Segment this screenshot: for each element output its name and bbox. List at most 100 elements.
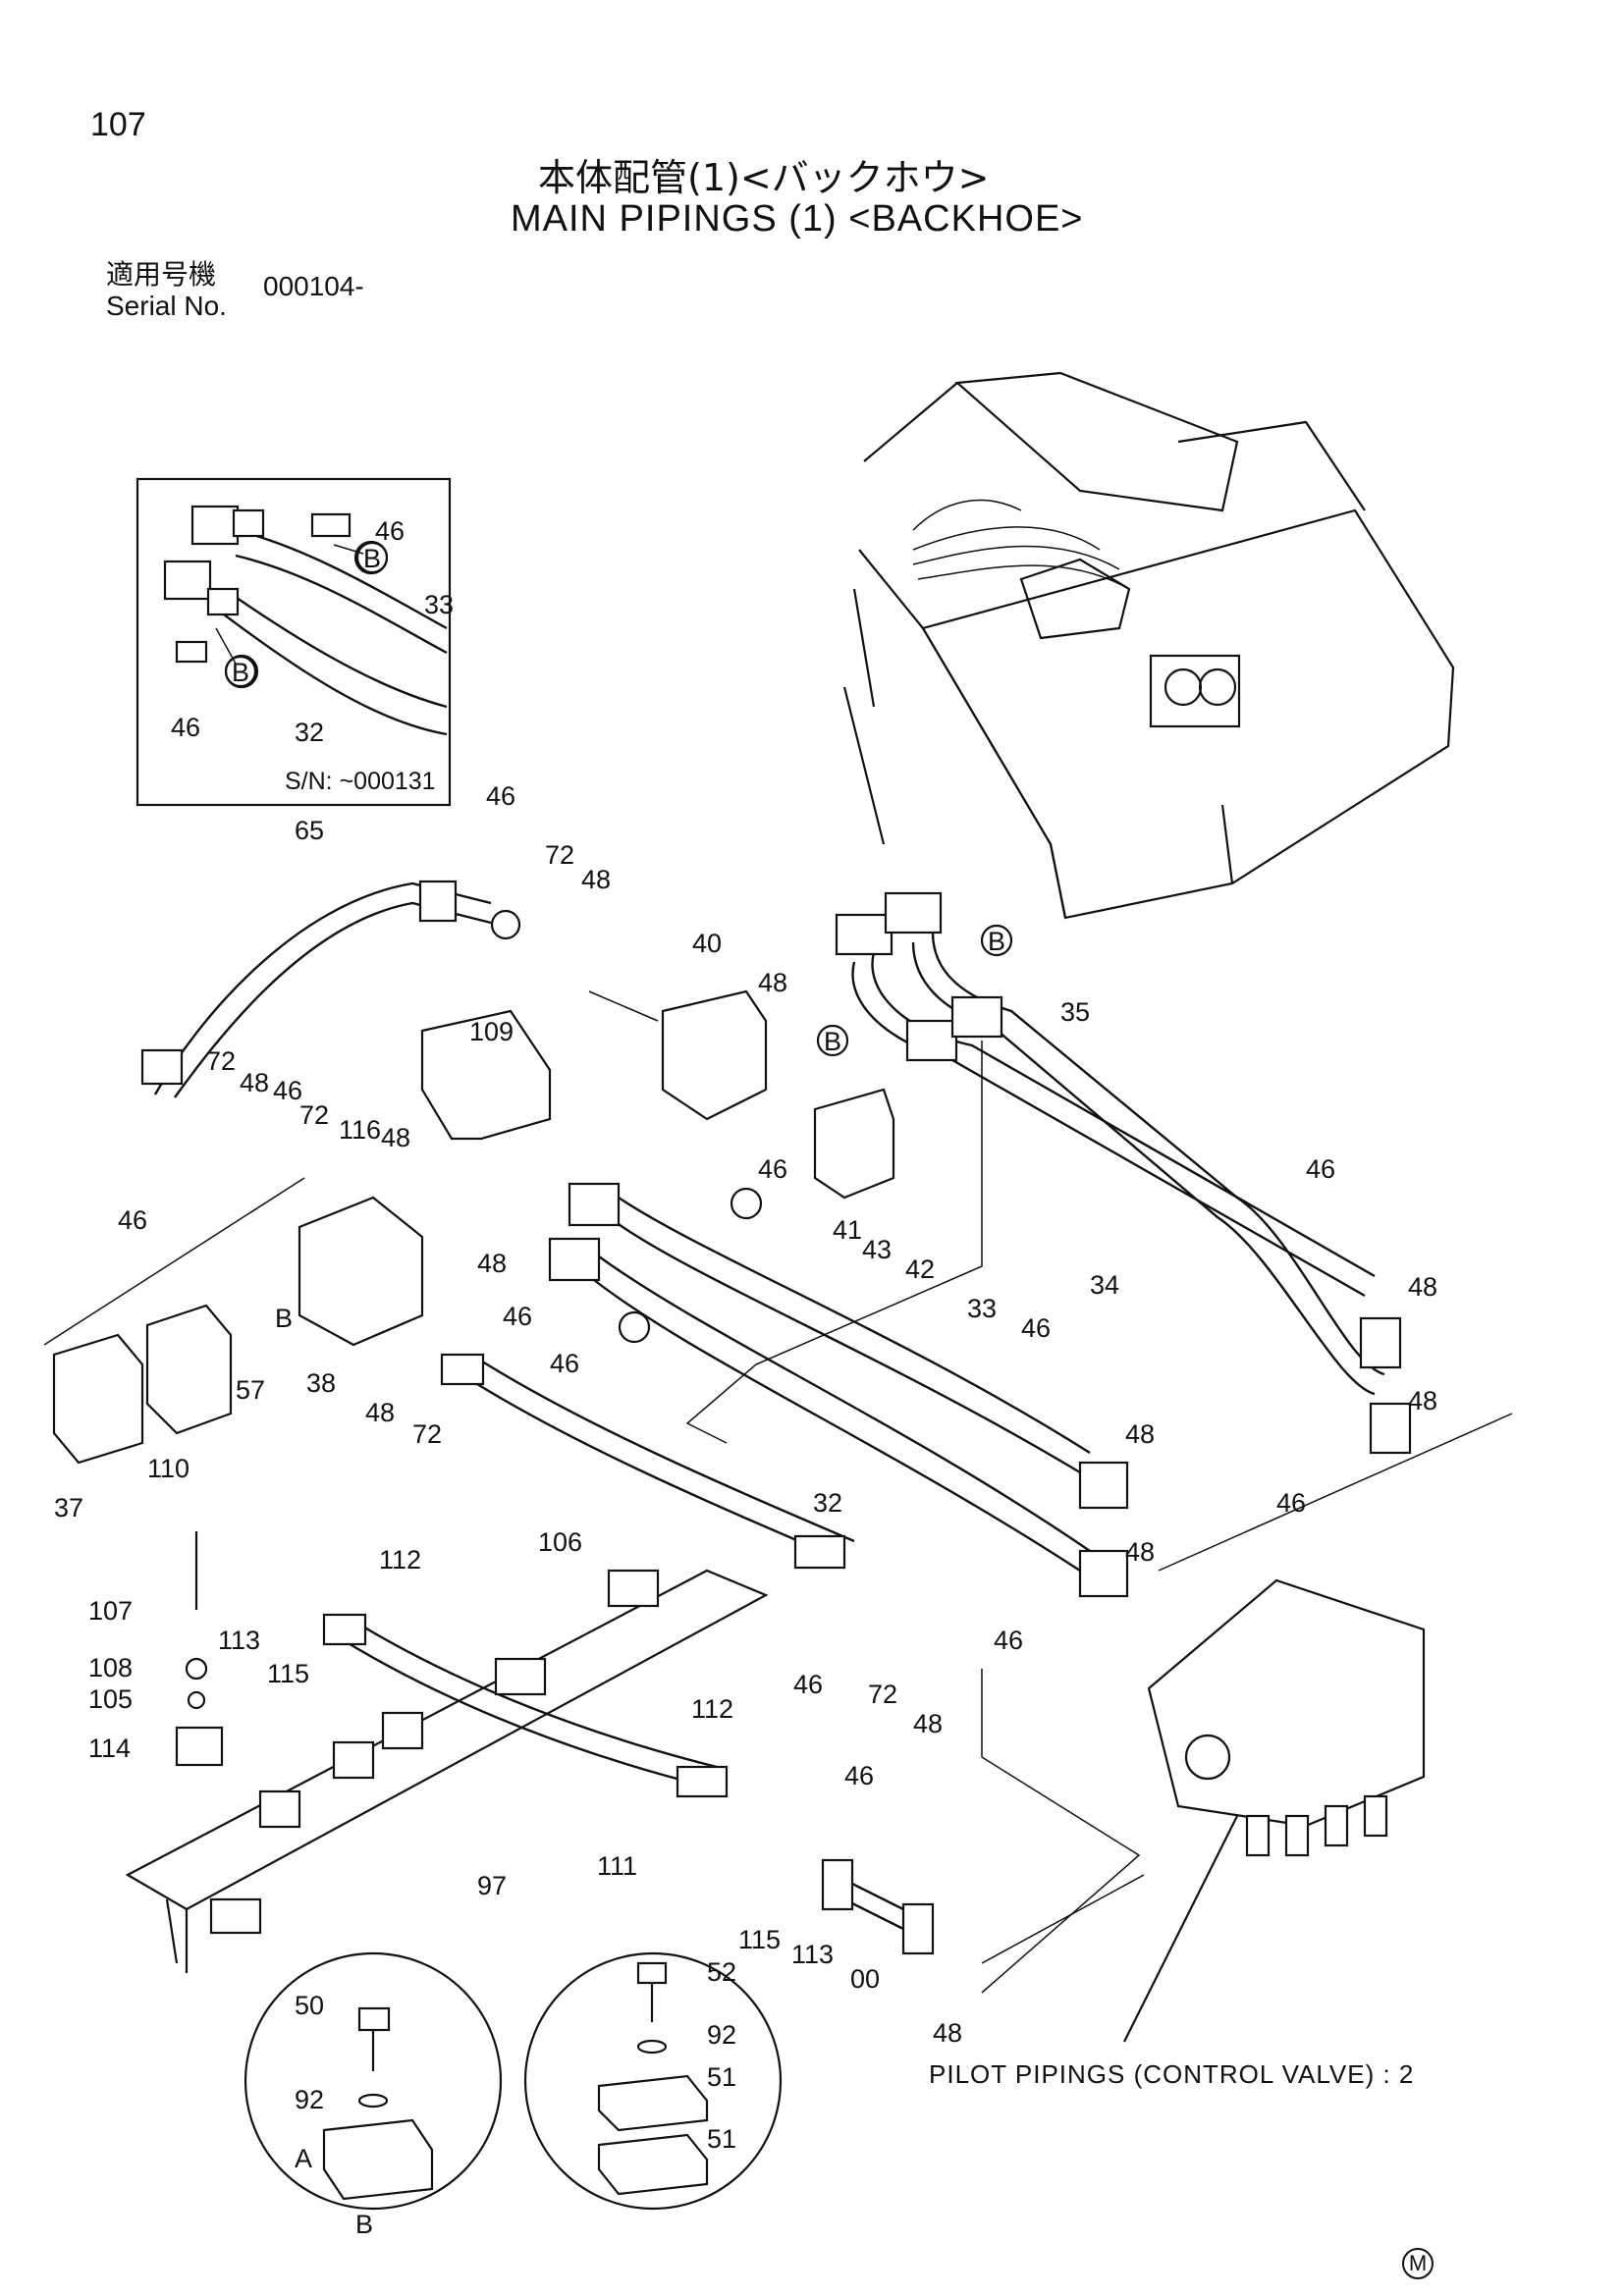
control-valve <box>1123 1578 1426 2043</box>
callout-116: 116 <box>339 1115 381 1145</box>
callout-46: 46 <box>1276 1488 1306 1518</box>
callout-48: 48 <box>381 1123 410 1152</box>
callout-111: 00 <box>850 1964 880 1994</box>
callout-72: 72 <box>868 1680 897 1709</box>
callout-51: 50 <box>295 1991 324 2020</box>
ref-letter-A: B <box>232 658 249 687</box>
callout-72: 72 <box>206 1046 236 1076</box>
callout-46: 46 <box>171 713 200 742</box>
callout-46: 46 <box>1021 1313 1051 1343</box>
callout-46: 46 <box>1306 1154 1335 1184</box>
callout-114: 113 <box>791 1940 834 1969</box>
callout-108: 105 <box>88 1684 133 1714</box>
callout-46: 46 <box>793 1670 823 1699</box>
callout-72: 72 <box>545 840 574 870</box>
callout-48: 48 <box>365 1398 395 1427</box>
callout-48: 48 <box>1125 1537 1155 1567</box>
reference-circles <box>224 541 1013 1344</box>
callout-48: 48 <box>477 1249 507 1278</box>
callout-105: 114 <box>88 1734 131 1763</box>
callout-32: 32 <box>295 718 324 747</box>
callout-38: 38 <box>306 1368 336 1398</box>
leader-lines <box>43 990 1513 1994</box>
machine-body <box>842 371 1455 920</box>
serial-label-english: Serial No. <box>106 291 227 321</box>
detail-label-A: B <box>355 2210 373 2239</box>
callout-00: 97 <box>477 1871 507 1900</box>
serial-label-japanese: 適用号機 <box>106 258 217 291</box>
callout-40: 40 <box>692 929 722 958</box>
callout-107: 108 <box>88 1653 133 1682</box>
callout-46: 46 <box>550 1349 579 1378</box>
callout-48: 48 <box>240 1068 269 1097</box>
ref-letter-A: B <box>988 927 1005 956</box>
callout-50: A <box>295 2144 312 2173</box>
callout-46: 46 <box>118 1205 147 1235</box>
callout-35: 35 <box>1060 997 1090 1027</box>
callout-46: 46 <box>844 1761 874 1790</box>
callout-42: 42 <box>905 1255 935 1284</box>
callout-97: 52 <box>707 1957 736 1987</box>
callout-114: 113 <box>218 1626 260 1655</box>
callout-33: 33 <box>424 590 454 619</box>
callout-labels: 46 33 32 46 46 65 72 48 40 48 109 72 48 … <box>54 516 1437 2239</box>
hoses-32-33 <box>548 1182 1129 1598</box>
callout-109: 109 <box>469 1017 514 1046</box>
detail-B <box>523 1951 783 2211</box>
callout-48: 48 <box>1408 1386 1437 1415</box>
callout-48: 48 <box>1125 1419 1155 1449</box>
callout-92: 51 <box>707 2124 736 2154</box>
pipe-111 <box>821 1858 935 1955</box>
callout-65: 65 <box>295 816 324 845</box>
hoses-34-35 <box>835 891 1412 1455</box>
callout-48: 48 <box>758 968 787 997</box>
callout-72: 72 <box>412 1419 442 1449</box>
callout-72: 72 <box>299 1100 329 1130</box>
hose-65 <box>140 880 521 1098</box>
ref-letter-A: B <box>275 1304 293 1333</box>
callout-113: 115 <box>267 1659 309 1688</box>
callout-112: 111 <box>597 1851 637 1881</box>
corner-mark: M <box>1402 2248 1434 2279</box>
pilot-pipings-note: PILOT PIPINGS (CONTROL VALVE) : 2 <box>929 2059 1415 2089</box>
mounting-frame <box>125 1531 769 1973</box>
callout-92: 51 <box>707 2062 736 2092</box>
title-japanese: 本体配管(1)<バックホウ> <box>538 156 990 199</box>
detail-A <box>244 1951 503 2211</box>
ref-letter-A: B <box>824 1027 841 1056</box>
title-english: MAIN PIPINGS (1) <BACKHOE> <box>511 198 1084 240</box>
callout-32: 32 <box>813 1488 842 1518</box>
callout-57: 106 <box>538 1527 582 1557</box>
inset-frame <box>135 477 452 807</box>
callout-46: 46 <box>273 1076 302 1105</box>
callout-46: 46 <box>994 1626 1023 1655</box>
valve-blocks <box>52 989 895 1465</box>
ref-letter-A: B <box>363 544 381 573</box>
serial-number-value: 000104- <box>263 271 364 301</box>
callout-33: 33 <box>967 1294 997 1323</box>
callout-41: 41 <box>833 1215 862 1245</box>
callout-106: 107 <box>88 1596 133 1626</box>
callout-115: 112 <box>379 1545 421 1575</box>
callout-115: 112 <box>691 1694 733 1724</box>
callout-48: 48 <box>913 1709 943 1738</box>
page-number: 107 <box>90 106 146 143</box>
inset-serial-range: S/N: ~000131 <box>285 768 436 795</box>
callout-46: 46 <box>375 516 405 546</box>
callout-46: 46 <box>486 781 515 811</box>
callout-45: 57 <box>236 1375 265 1405</box>
callout-46: 46 <box>758 1154 787 1184</box>
callout-48: 48 <box>1408 1272 1437 1302</box>
inset-hoses <box>163 505 448 736</box>
callout-52: 92 <box>707 2020 736 2050</box>
callout-46: 46 <box>503 1302 532 1331</box>
callout-110: 110 <box>147 1454 189 1483</box>
callout-52: 92 <box>295 2085 324 2114</box>
callout-43: 43 <box>862 1235 892 1264</box>
callout-48: 48 <box>933 2018 962 2048</box>
callout-34: 34 <box>1090 1270 1119 1300</box>
callout-48: 48 <box>581 865 611 894</box>
hoses-57-112 <box>322 1353 855 1798</box>
